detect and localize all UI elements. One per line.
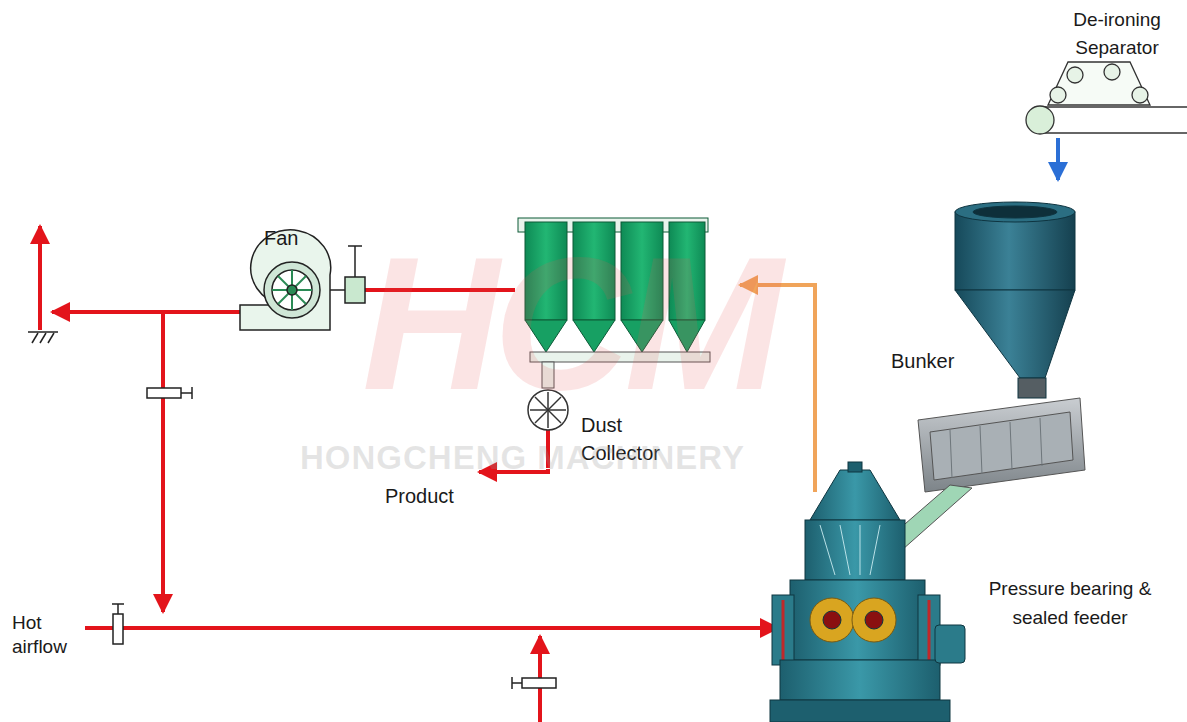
node-label: Product [385, 484, 477, 508]
feeder-label-box: Pressure bearing & sealed feeder [985, 570, 1157, 670]
node-label: Pressure bearing & sealed feeder [985, 574, 1155, 633]
logo-watermark: HCM [362, 205, 882, 443]
ground-symbol [28, 332, 58, 343]
bunker-box: Bunker [885, 180, 1080, 402]
separator-symbol [1026, 62, 1187, 134]
node-label: De-ironing Separator [1053, 6, 1181, 61]
bunker-symbol [955, 202, 1075, 398]
fan-symbol [240, 230, 365, 330]
separator-label-box: De-ironing Separator [1035, 4, 1185, 138]
fan-box: Fan [238, 226, 372, 336]
valves [112, 387, 556, 689]
node-label: Fan [264, 226, 324, 250]
vertical-mill-symbol [770, 462, 965, 722]
inlet-label: Hot airflow [12, 611, 80, 659]
node-label: Bunker [891, 348, 971, 374]
flow-connector [1056, 138, 1060, 180]
text-watermark: HONGCHENG MACHINERY [300, 437, 890, 478]
